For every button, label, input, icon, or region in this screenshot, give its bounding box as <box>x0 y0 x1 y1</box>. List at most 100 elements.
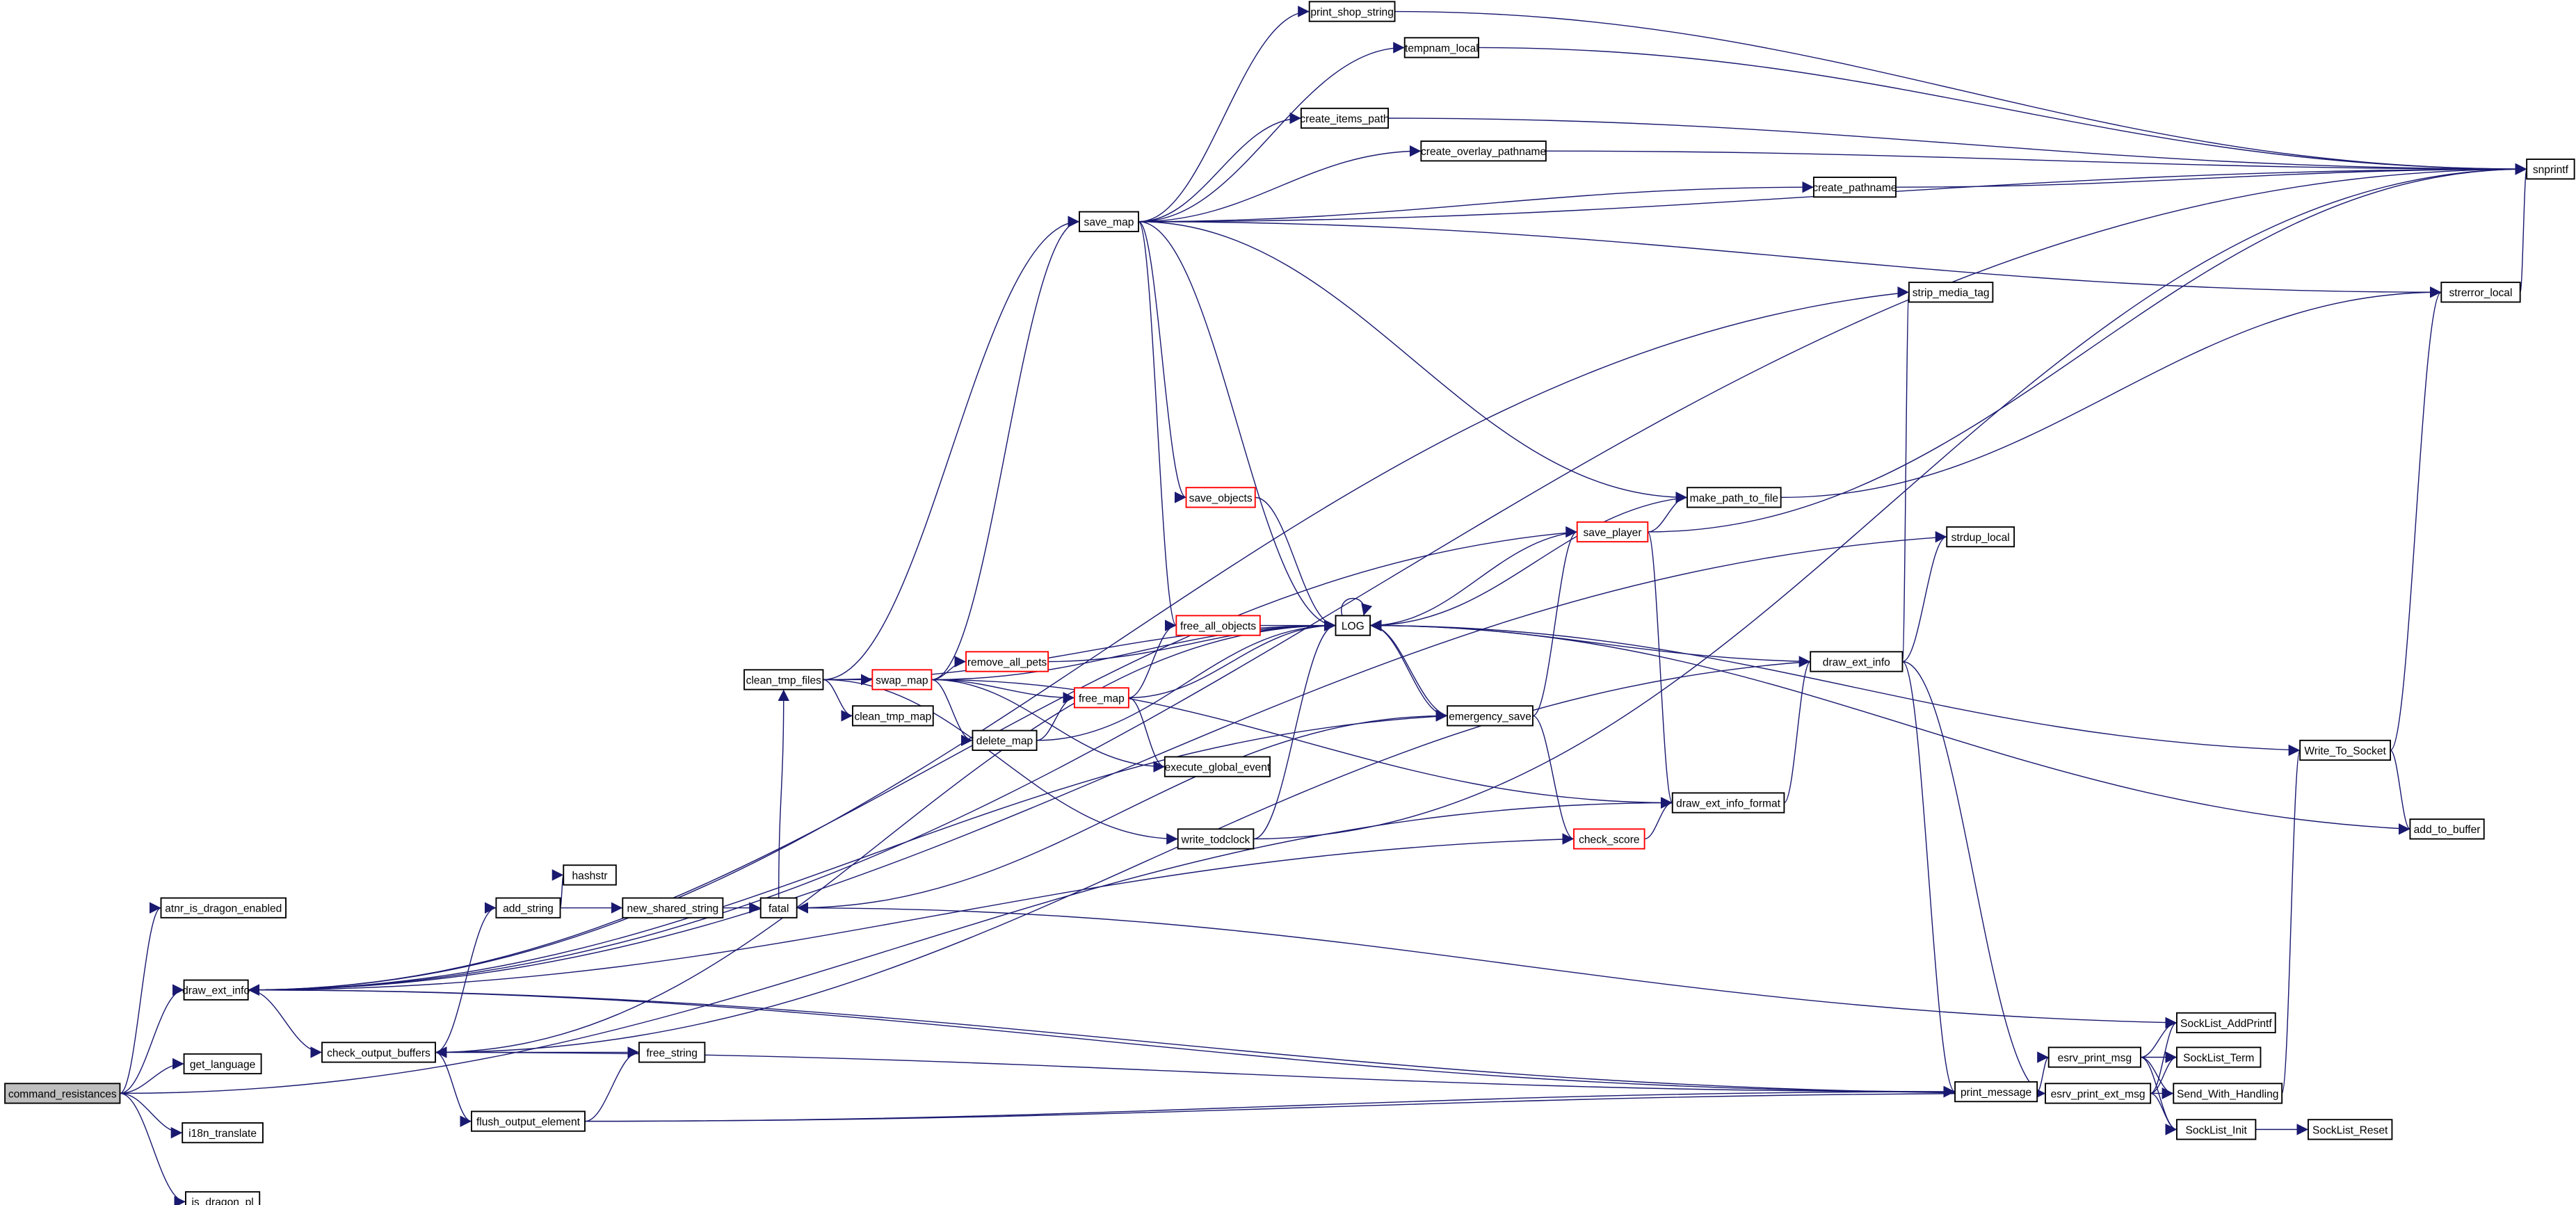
node-save-map[interactable]: save_map <box>1079 211 1139 232</box>
edge-command_resistances-to-get_language <box>120 1058 184 1094</box>
node-box <box>759 897 798 919</box>
edge-save_objects-to-LOG <box>1255 496 1336 631</box>
edge-Write_To_Socket-to-strerror_local <box>2390 286 2442 751</box>
node-box <box>2308 1119 2393 1140</box>
node-create-pathname[interactable]: create_pathname <box>1812 177 1897 198</box>
edge-flush_output_element-to-free_string <box>584 1046 639 1122</box>
node-emergency-save[interactable]: emergency_save <box>1447 705 1533 727</box>
node-draw-ext-info-r[interactable]: draw_ext_info <box>1810 651 1903 672</box>
node-box <box>160 897 287 919</box>
node-strip-media-tag[interactable]: strip_media_tag <box>1908 282 1994 303</box>
node-swap-map[interactable]: swap_map <box>871 669 933 690</box>
node-check-output-buffers[interactable]: check_output_buffers <box>321 1042 436 1063</box>
node-is-dragon-pl[interactable]: is_dragon_pl <box>184 1191 261 1205</box>
edge-make_path_to_file-to-LOG <box>1370 496 1688 631</box>
node-write-to-socket[interactable]: Write_To_Socket <box>2299 739 2392 761</box>
node-box <box>1671 792 1785 814</box>
node-add-string[interactable]: add_string <box>495 897 561 919</box>
node-remove-all-pets[interactable]: remove_all_pets <box>965 651 1049 672</box>
node-box <box>184 1191 261 1205</box>
edge-check_output_buffers-to-add_string <box>435 902 497 1053</box>
node-box <box>2173 1083 2283 1104</box>
node-execute-global-event[interactable]: execute_global_event <box>1164 756 1271 777</box>
node-save-player[interactable]: save_player <box>1576 521 1649 543</box>
edge-swap_map-to-remove_all_pets <box>931 656 967 681</box>
edge-emergency_save-to-check_score <box>1532 715 1575 845</box>
node-socklist-addprintf[interactable]: SockList_AddPrintf <box>2176 1012 2276 1034</box>
edge-esrv_print_ext_msg-to-SockList_AddPrintf <box>2150 1017 2177 1094</box>
node-clean-tmp-files[interactable]: clean_tmp_files <box>743 669 824 690</box>
node-free-string[interactable]: free_string <box>638 1042 706 1063</box>
node-make-path-to-file[interactable]: make_path_to_file <box>1687 487 1782 508</box>
node-label: Send_With_Handling <box>2177 1088 2278 1100</box>
node-box <box>1335 615 1371 636</box>
edge-save_map-to-create_items_path <box>1138 112 1301 223</box>
node-free-all-objects[interactable]: free_all_objects <box>1175 615 1261 636</box>
node-flush-output-element[interactable]: flush_output_element <box>471 1110 586 1132</box>
edge-SockList_AddPrintf-to-fatal <box>796 902 2177 1024</box>
node-i18n-translate[interactable]: i18n_translate <box>182 1122 264 1144</box>
node-label: save_objects <box>1189 492 1253 504</box>
node-label: new_shared_string <box>627 903 719 915</box>
node-draw-ext-info-l[interactable]: draw_ext_info <box>182 979 250 1001</box>
node-strdup-local[interactable]: strdup_local <box>1946 526 2015 548</box>
edge-draw_ext_info_l-to-esrv_print_ext_msg <box>248 989 2045 1099</box>
edge-draw_ext_info_r-to-strip_media_tag <box>1897 288 1910 663</box>
edge-check_output_buffers-to-flush_output_element <box>435 1051 472 1127</box>
node-label: print_message <box>1961 1087 2031 1099</box>
node-label: i18n_translate <box>188 1128 257 1140</box>
node-add-to-buffer[interactable]: add_to_buffer <box>2409 818 2485 840</box>
node-fatal[interactable]: fatal <box>759 897 798 919</box>
edge-check_output_buffers-to-LOG <box>435 620 1336 1053</box>
node-atnr-is-dragon-enabled[interactable]: atnr_is_dragon_enabled <box>160 897 287 919</box>
node-command-resistances[interactable]: command_resistances <box>4 1083 121 1104</box>
node-print-message[interactable]: print_message <box>1954 1081 2038 1103</box>
node-clean-tmp-map[interactable]: clean_tmp_map <box>852 705 934 727</box>
node-create-items-path[interactable]: create_items_path <box>1300 107 1390 129</box>
edge-draw_ext_info_format-to-draw_ext_info_r <box>1783 656 1811 804</box>
node-label: strip_media_tag <box>1913 287 1990 299</box>
node-label: delete_map <box>976 736 1033 747</box>
node-label: emergency_save <box>1449 711 1531 722</box>
node-socklist-init[interactable]: SockList_Init <box>2176 1119 2257 1140</box>
node-free-map[interactable]: free_map <box>1073 687 1129 709</box>
node-label: print_shop_string <box>1310 6 1394 18</box>
edge-strerror_local-to-snprintf <box>2515 163 2527 293</box>
node-socklist-term[interactable]: SockList_Term <box>2176 1046 2262 1068</box>
node-box <box>852 705 934 727</box>
node-print-shop-string[interactable]: print_shop_string <box>1308 1 1396 22</box>
node-label: create_items_path <box>1300 113 1389 125</box>
node-create-overlay-pathname[interactable]: create_overlay_pathname <box>1420 140 1547 162</box>
node-tempnam-local[interactable]: tempnam_local <box>1403 37 1479 58</box>
edge-strip_media_tag-to-draw_ext_info_l <box>248 291 1910 996</box>
edge-save_player-to-LOG <box>1370 531 1577 631</box>
node-box <box>2045 1083 2152 1104</box>
node-save-objects[interactable]: save_objects <box>1185 487 1256 508</box>
node-check-score[interactable]: check_score <box>1573 828 1645 850</box>
node-log[interactable]: LOG <box>1335 615 1371 636</box>
edge-LOG-self-loop <box>1341 598 1373 616</box>
node-delete-map[interactable]: delete_map <box>972 729 1038 751</box>
node-hashstr[interactable]: hashstr <box>563 864 617 886</box>
edge-save_map-to-LOG <box>1138 221 1336 631</box>
edge-delete_map-to-LOG <box>1036 620 1336 741</box>
node-box <box>638 1042 706 1063</box>
node-esrv-print-ext-msg[interactable]: esrv_print_ext_msg <box>2045 1083 2152 1104</box>
node-get-language[interactable]: get_language <box>183 1053 262 1075</box>
node-socklist-reset[interactable]: SockList_Reset <box>2308 1119 2393 1140</box>
node-label: create_pathname <box>1812 182 1897 194</box>
edge-Write_To_Socket-to-add_to_buffer <box>2390 750 2411 835</box>
node-send-with-handling[interactable]: Send_With_Handling <box>2173 1083 2283 1104</box>
node-snprintf[interactable]: snprintf <box>2526 159 2575 180</box>
node-strerror-local[interactable]: strerror_local <box>2440 282 2521 303</box>
node-new-shared-string[interactable]: new_shared_string <box>622 897 724 919</box>
node-label: clean_tmp_map <box>854 711 931 722</box>
node-write-todclock[interactable]: write_todclock <box>1177 828 1255 850</box>
edge-save_map-to-strerror_local <box>1138 221 2442 298</box>
node-esrv-print-msg[interactable]: esrv_print_msg <box>2047 1046 2141 1068</box>
edge-save_map-to-create_pathname <box>1138 181 1814 223</box>
edge-Send_With_Handling-to-Write_To_Socket <box>2281 745 2301 1094</box>
node-draw-ext-info-format[interactable]: draw_ext_info_format <box>1671 792 1785 814</box>
nodes-layer: command_resistances atnr_is_dragon_enable… <box>4 1 2575 1205</box>
